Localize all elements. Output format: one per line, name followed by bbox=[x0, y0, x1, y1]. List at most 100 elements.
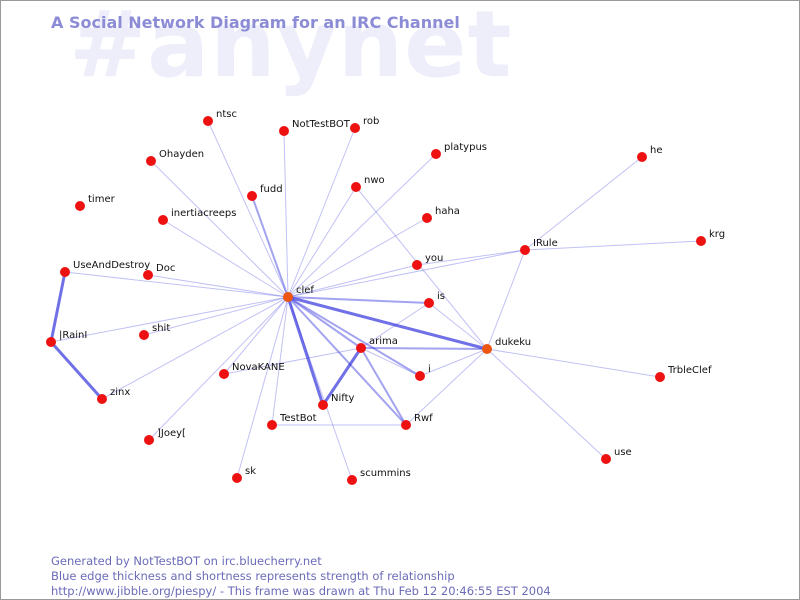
edge-clef-NotTestBOT bbox=[283, 130, 289, 298]
edge-dukeku-arima bbox=[360, 347, 488, 350]
node-Nifty[interactable] bbox=[318, 400, 328, 410]
node-label-UseAndDestroy: UseAndDestroy bbox=[73, 260, 150, 271]
node-clef[interactable] bbox=[283, 292, 293, 302]
node-label-platypus: platypus bbox=[444, 142, 487, 153]
channel-watermark: #anynet bbox=[69, 0, 513, 98]
node-IRainI[interactable] bbox=[46, 337, 56, 347]
edge-clef-haha bbox=[287, 217, 428, 298]
node-label-krg: krg bbox=[709, 229, 725, 240]
node-IRule[interactable] bbox=[520, 245, 530, 255]
node-label-dukeku: dukeku bbox=[495, 337, 531, 348]
node-zinx[interactable] bbox=[97, 394, 107, 404]
edge-IRule-you bbox=[416, 249, 526, 266]
edge-dukeku-is bbox=[428, 302, 488, 350]
edge-clef-Ohayden bbox=[150, 160, 289, 298]
node-inertiacreeps[interactable] bbox=[158, 215, 168, 225]
edge-clef-Rwf bbox=[287, 296, 407, 426]
node-label-haha: haha bbox=[435, 206, 460, 217]
edge-clef-platypus bbox=[287, 153, 437, 298]
node-Rwf[interactable] bbox=[401, 420, 411, 430]
node-label-Doc: Doc bbox=[156, 263, 175, 274]
edge-arima-is bbox=[360, 302, 430, 349]
node-shit[interactable] bbox=[139, 330, 149, 340]
node-label-TrbleClef: TrbleClef bbox=[667, 365, 712, 376]
node-label-inertiacreeps: inertiacreeps bbox=[171, 208, 236, 219]
node-TestBot[interactable] bbox=[267, 420, 277, 430]
edge-arima-NovaKANE bbox=[223, 347, 362, 375]
node-label-sk: sk bbox=[245, 466, 256, 477]
edge-clef-Joey bbox=[148, 296, 289, 441]
edge-clef-arima bbox=[287, 296, 362, 349]
edge-dukeku-nwo bbox=[355, 186, 488, 350]
node-label-Joey: ]Joey[ bbox=[157, 428, 186, 439]
edge-clef-is bbox=[287, 296, 430, 304]
node-label-clef: clef bbox=[296, 285, 314, 296]
node-label-Rwf: Rwf bbox=[414, 413, 433, 424]
node-label-scummins: scummins bbox=[360, 468, 411, 479]
node-fudd[interactable] bbox=[247, 191, 257, 201]
node-label-you: you bbox=[425, 253, 443, 264]
node-label-use: use bbox=[614, 447, 632, 458]
node-platypus[interactable] bbox=[431, 149, 441, 159]
edge-dukeku-i bbox=[419, 348, 488, 377]
edge-clef-you bbox=[287, 264, 418, 298]
node-arima[interactable] bbox=[356, 343, 366, 353]
edge-dukeku-use bbox=[486, 348, 607, 460]
edge-clef-rob bbox=[287, 127, 356, 298]
edge-clef-ntsc bbox=[207, 120, 289, 298]
node-TrbleClef[interactable] bbox=[655, 372, 665, 382]
node-label-fudd: fudd bbox=[260, 184, 283, 195]
node-haha[interactable] bbox=[422, 213, 432, 223]
node-nwo[interactable] bbox=[351, 182, 361, 192]
edge-IRule-krg bbox=[524, 240, 702, 251]
footer-generated-by: Generated by NotTestBOT on irc.bluecherr… bbox=[51, 554, 322, 568]
node-Joey[interactable] bbox=[144, 435, 154, 445]
node-Ohayden[interactable] bbox=[146, 156, 156, 166]
node-label-is: is bbox=[437, 291, 445, 302]
footer-info: Generated by NotTestBOT on irc.bluecherr… bbox=[51, 554, 551, 599]
edge-clef-Nifty bbox=[286, 296, 325, 406]
node-NotTestBOT[interactable] bbox=[279, 126, 289, 136]
node-i[interactable] bbox=[415, 371, 425, 381]
node-you[interactable] bbox=[412, 260, 422, 270]
edge-clef-zinx bbox=[101, 296, 289, 400]
node-label-shit: shit bbox=[152, 323, 170, 334]
edge-clef-sk bbox=[236, 296, 289, 479]
edge-clef-nwo bbox=[287, 186, 357, 298]
edge-dukeku-IRule bbox=[486, 249, 526, 350]
node-use[interactable] bbox=[601, 454, 611, 464]
node-rob[interactable] bbox=[350, 123, 360, 133]
node-sk[interactable] bbox=[232, 473, 242, 483]
node-NovaKANE[interactable] bbox=[219, 369, 229, 379]
edge-clef-fudd bbox=[251, 195, 289, 298]
node-Doc[interactable] bbox=[143, 270, 153, 280]
edge-arima-i bbox=[360, 347, 421, 377]
edge-clef-i bbox=[287, 296, 421, 377]
edge-clef-shit bbox=[143, 296, 289, 336]
edge-clef-inertiacreeps bbox=[162, 219, 289, 298]
edge-clef-TestBot bbox=[271, 296, 289, 426]
edge-clef-UseAndDestroy bbox=[64, 271, 289, 298]
edge-layer bbox=[49, 120, 702, 481]
node-krg[interactable] bbox=[696, 236, 706, 246]
diagram-title: A Social Network Diagram for an IRC Chan… bbox=[51, 13, 460, 32]
edge-arima-Nifty bbox=[321, 347, 363, 406]
node-timer[interactable] bbox=[75, 201, 85, 211]
node-he[interactable] bbox=[637, 152, 647, 162]
node-label-zinx: zinx bbox=[110, 387, 130, 398]
node-ntsc[interactable] bbox=[203, 116, 213, 126]
node-layer bbox=[46, 116, 706, 485]
edge-clef-Doc bbox=[147, 274, 289, 298]
footer-source-link[interactable]: http://www.jibble.org/piespy/ - This fra… bbox=[51, 584, 551, 598]
node-label-ntsc: ntsc bbox=[216, 109, 237, 120]
footer-legend-note: Blue edge thickness and shortness repres… bbox=[51, 569, 455, 583]
node-is[interactable] bbox=[424, 298, 434, 308]
node-scummins[interactable] bbox=[347, 475, 357, 485]
node-dukeku[interactable] bbox=[482, 344, 492, 354]
edge-clef-scummins bbox=[287, 296, 353, 481]
node-UseAndDestroy[interactable] bbox=[60, 267, 70, 277]
edge-IRainI-zinx bbox=[49, 340, 104, 401]
node-label-nwo: nwo bbox=[364, 175, 385, 186]
